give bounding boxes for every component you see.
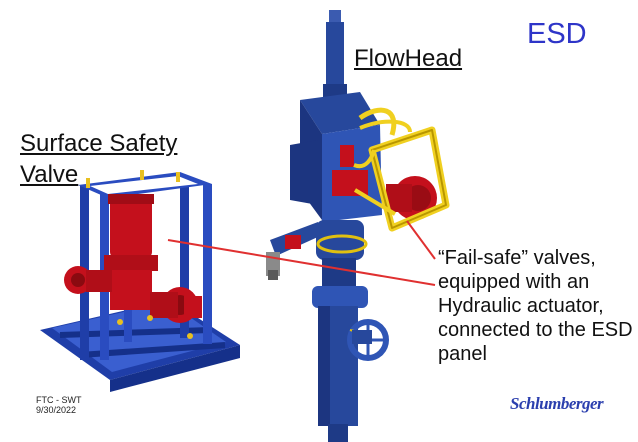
footer-date: 9/30/2022 xyxy=(36,405,77,415)
pointer-line xyxy=(167,239,436,286)
schlumberger-logo: Schlumberger xyxy=(510,394,604,413)
surface-safety-valve-label: Surface Safety Valve xyxy=(20,130,178,188)
flowhead-illustration xyxy=(266,10,450,442)
flowhead-label: FlowHead xyxy=(354,45,463,72)
slide-title: ESD xyxy=(527,18,587,50)
pointer-line xyxy=(406,220,436,260)
fail-safe-description: “Fail-safe” valves, equipped with an Hyd… xyxy=(438,247,633,365)
footer-department: FTC - SWT xyxy=(36,395,82,405)
surface-safety-valve-illustration xyxy=(40,170,240,392)
